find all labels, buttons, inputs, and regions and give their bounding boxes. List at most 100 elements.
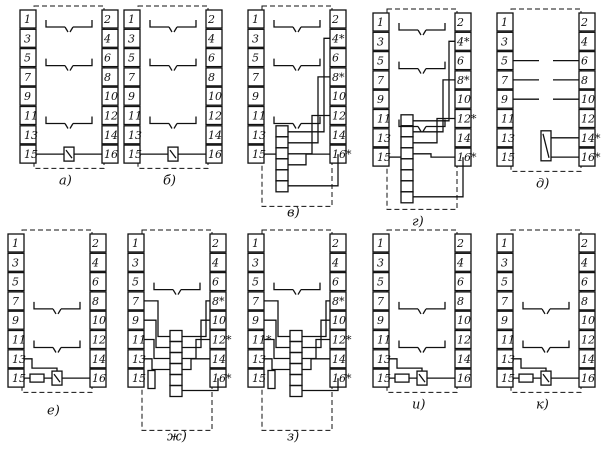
pin-label: 16 [581, 372, 595, 385]
pin-box [372, 50, 390, 71]
coil-diagonal [542, 133, 550, 158]
pin-box [496, 271, 514, 292]
contact-left [153, 282, 177, 295]
pin-box [454, 12, 472, 32]
pin-box [496, 310, 514, 330]
pin-box [101, 28, 119, 48]
pin-label: 11 [252, 110, 266, 123]
housing-outline [386, 8, 458, 210]
pin-box [209, 252, 227, 272]
pin-label: 5 [501, 55, 508, 68]
pin-label: 9 [501, 93, 508, 106]
pin-box [496, 291, 514, 311]
pin-box [372, 291, 390, 311]
pin-label: 2 [580, 237, 588, 250]
pin-label: 8 [208, 71, 215, 84]
pin-label: 10 [212, 314, 226, 327]
contact-stack-cell [289, 373, 303, 387]
pin-box [247, 233, 265, 253]
pin-label: 11 [501, 113, 515, 126]
pin-label: 8* [332, 71, 345, 84]
pin-label: 4* [456, 35, 470, 48]
pin-label: 12 [581, 113, 595, 126]
pin-label: 3 [252, 32, 259, 45]
pin-box [123, 125, 141, 145]
pin-label: 7 [128, 71, 135, 84]
contact-right [422, 340, 446, 353]
pin-label: 9 [252, 314, 259, 327]
pin-label: 6 [104, 52, 111, 65]
pin-label: 4 [211, 256, 219, 269]
pin-label: 9 [377, 314, 384, 327]
wire [182, 300, 210, 338]
contact-left [45, 116, 69, 129]
contact-right [546, 340, 570, 353]
pin-box [372, 329, 390, 350]
pin-box [578, 31, 596, 51]
pin-box [205, 125, 223, 145]
pin-label: 16* [581, 151, 601, 164]
pin-label: 1 [501, 237, 508, 250]
pin-label: 10 [457, 93, 471, 106]
pin-box [7, 252, 25, 272]
pin-label: 3 [12, 256, 19, 269]
wire [144, 319, 170, 349]
pin-label: 8* [212, 295, 225, 308]
pin-label: 13 [132, 353, 146, 366]
contact-stack-cell [400, 125, 414, 138]
pin-label: 14 [208, 129, 222, 142]
panel-caption: в) [287, 205, 300, 220]
housing-outline [33, 5, 105, 169]
pin-label: 16 [92, 372, 106, 385]
pin-box [89, 329, 107, 350]
pin-label: 10 [208, 90, 222, 103]
wire [264, 358, 290, 371]
wire [264, 300, 290, 338]
pin-box [578, 291, 596, 311]
pin-box [127, 271, 145, 292]
wire [302, 378, 339, 392]
panel-caption: г) [412, 214, 424, 229]
wire [144, 300, 170, 338]
pin-label: 4 [103, 32, 111, 45]
wire [413, 40, 455, 122]
pin-box [496, 147, 514, 167]
pin-label: 8 [92, 295, 99, 308]
contact-stack-cell [169, 329, 183, 343]
wire [288, 153, 330, 166]
pin-label: 12 [332, 110, 346, 123]
pin-label: 2 [580, 16, 588, 29]
pin-box [89, 233, 107, 253]
contact-right [546, 301, 570, 315]
pin-box [578, 310, 596, 330]
contact-left [273, 116, 297, 129]
pin-box [578, 271, 596, 292]
pin-label: 9 [12, 314, 19, 327]
pin-box [329, 125, 347, 145]
pin-label: 2 [456, 237, 464, 250]
resistor [29, 373, 45, 383]
wire [413, 79, 455, 133]
pin-box [454, 89, 472, 109]
resistor [394, 373, 410, 383]
pin-box [89, 349, 107, 369]
pin-box [496, 128, 514, 148]
housing-outline [21, 229, 93, 393]
pin-box [329, 47, 347, 68]
panel-caption: к) [536, 397, 549, 412]
pin-label: 15 [501, 372, 515, 385]
pin-label: 7 [252, 71, 259, 84]
pin-label: 3 [377, 256, 384, 269]
panel-caption: б) [163, 173, 176, 188]
pin-label: 9 [501, 314, 508, 327]
pin-label: 6 [212, 276, 219, 289]
pin-box [19, 67, 37, 87]
pin-label: 7 [252, 295, 259, 308]
coil-diagonal [53, 373, 61, 383]
pin-label: 15 [252, 372, 266, 385]
pin-label: 12* [332, 334, 352, 347]
pin-label: 16* [212, 372, 232, 385]
